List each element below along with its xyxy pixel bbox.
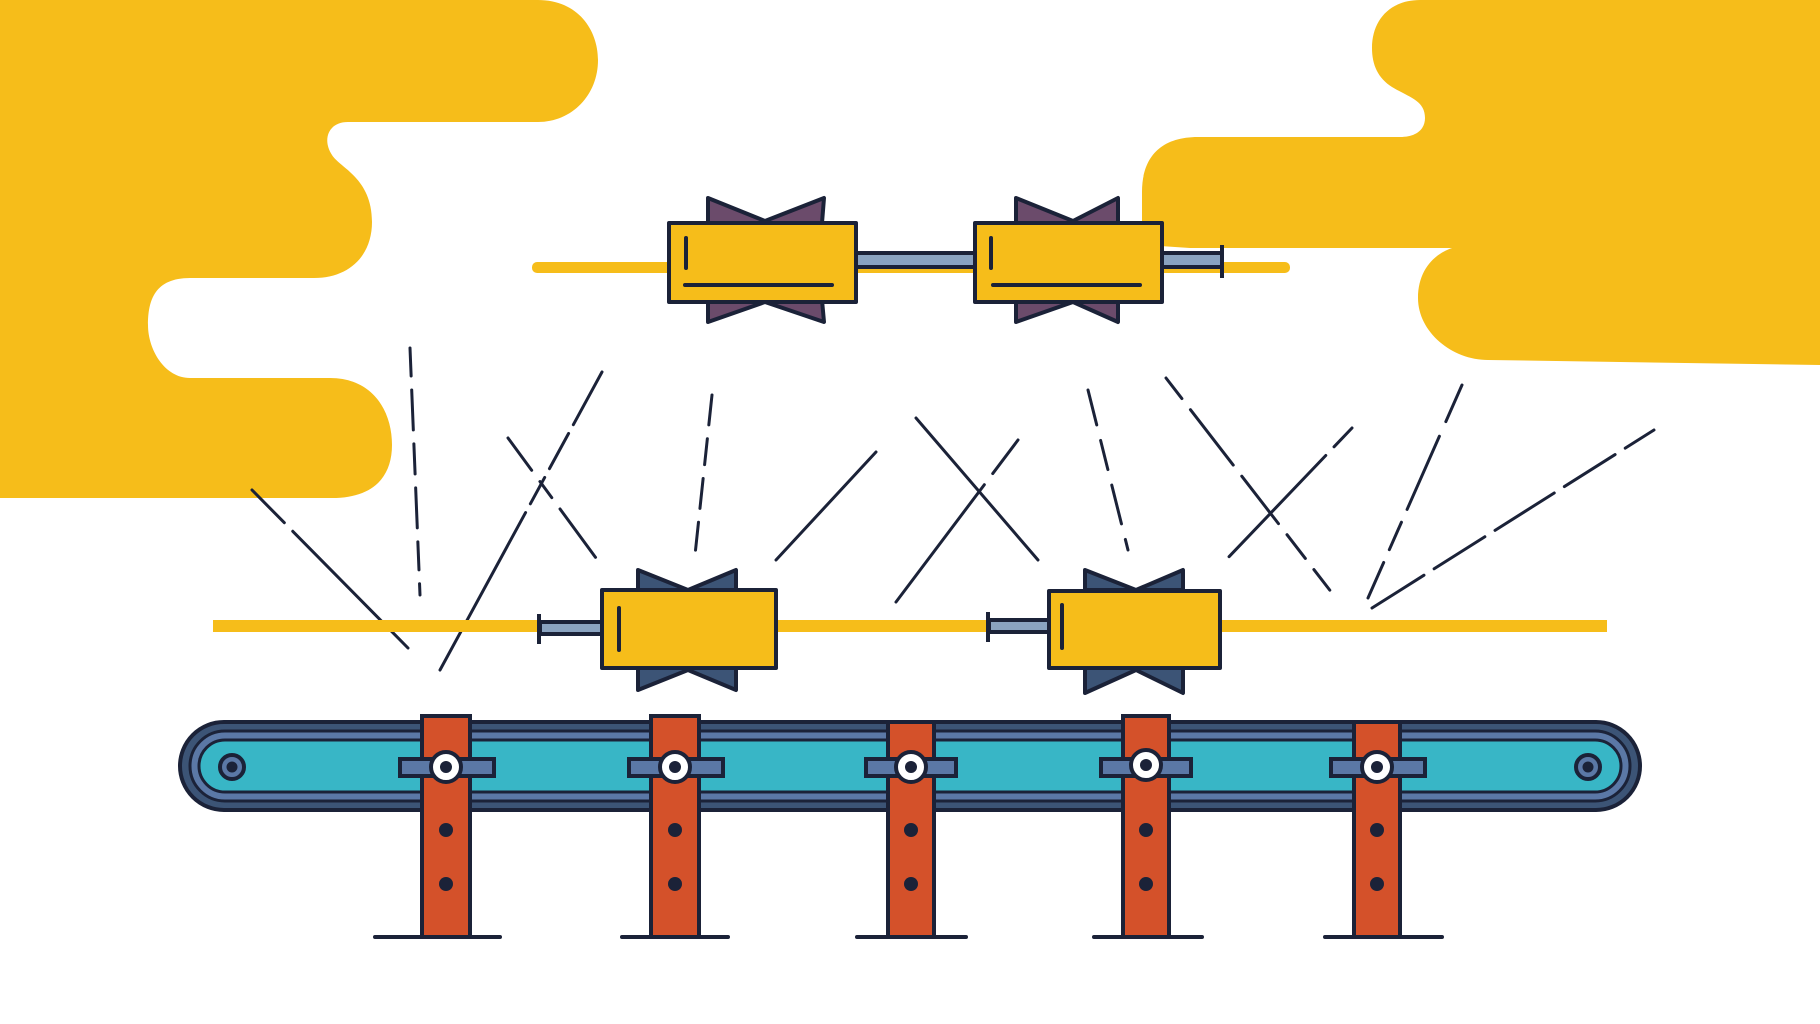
motion-line bbox=[914, 416, 1040, 562]
piston-icon-lower-right bbox=[986, 568, 1222, 695]
motion-line bbox=[1370, 428, 1656, 610]
piston-icon-upper-left bbox=[667, 196, 979, 324]
support-leg bbox=[373, 714, 502, 939]
motion-line bbox=[894, 438, 1020, 604]
motion-line bbox=[1164, 376, 1334, 595]
piston-icon-upper-right bbox=[973, 196, 1224, 324]
support-legs bbox=[373, 714, 1444, 939]
cloud-right bbox=[1142, 0, 1820, 365]
cloud-left bbox=[0, 0, 598, 498]
lower-track bbox=[213, 620, 1607, 632]
motion-line bbox=[774, 450, 878, 562]
motion-line bbox=[1086, 388, 1130, 552]
motion-lines bbox=[250, 346, 1656, 672]
motion-line bbox=[693, 393, 714, 557]
motion-line bbox=[506, 436, 598, 560]
support-leg bbox=[1092, 714, 1204, 939]
support-leg bbox=[855, 720, 968, 939]
motion-line bbox=[1366, 383, 1464, 600]
bolt-icon bbox=[218, 753, 246, 781]
piston-icon-lower-left bbox=[537, 568, 778, 692]
track-lines bbox=[213, 262, 1607, 632]
bolt-icon bbox=[1574, 753, 1602, 781]
motion-line bbox=[408, 346, 422, 597]
motion-line bbox=[1222, 426, 1354, 564]
support-leg bbox=[620, 714, 730, 939]
support-leg bbox=[1323, 720, 1444, 939]
